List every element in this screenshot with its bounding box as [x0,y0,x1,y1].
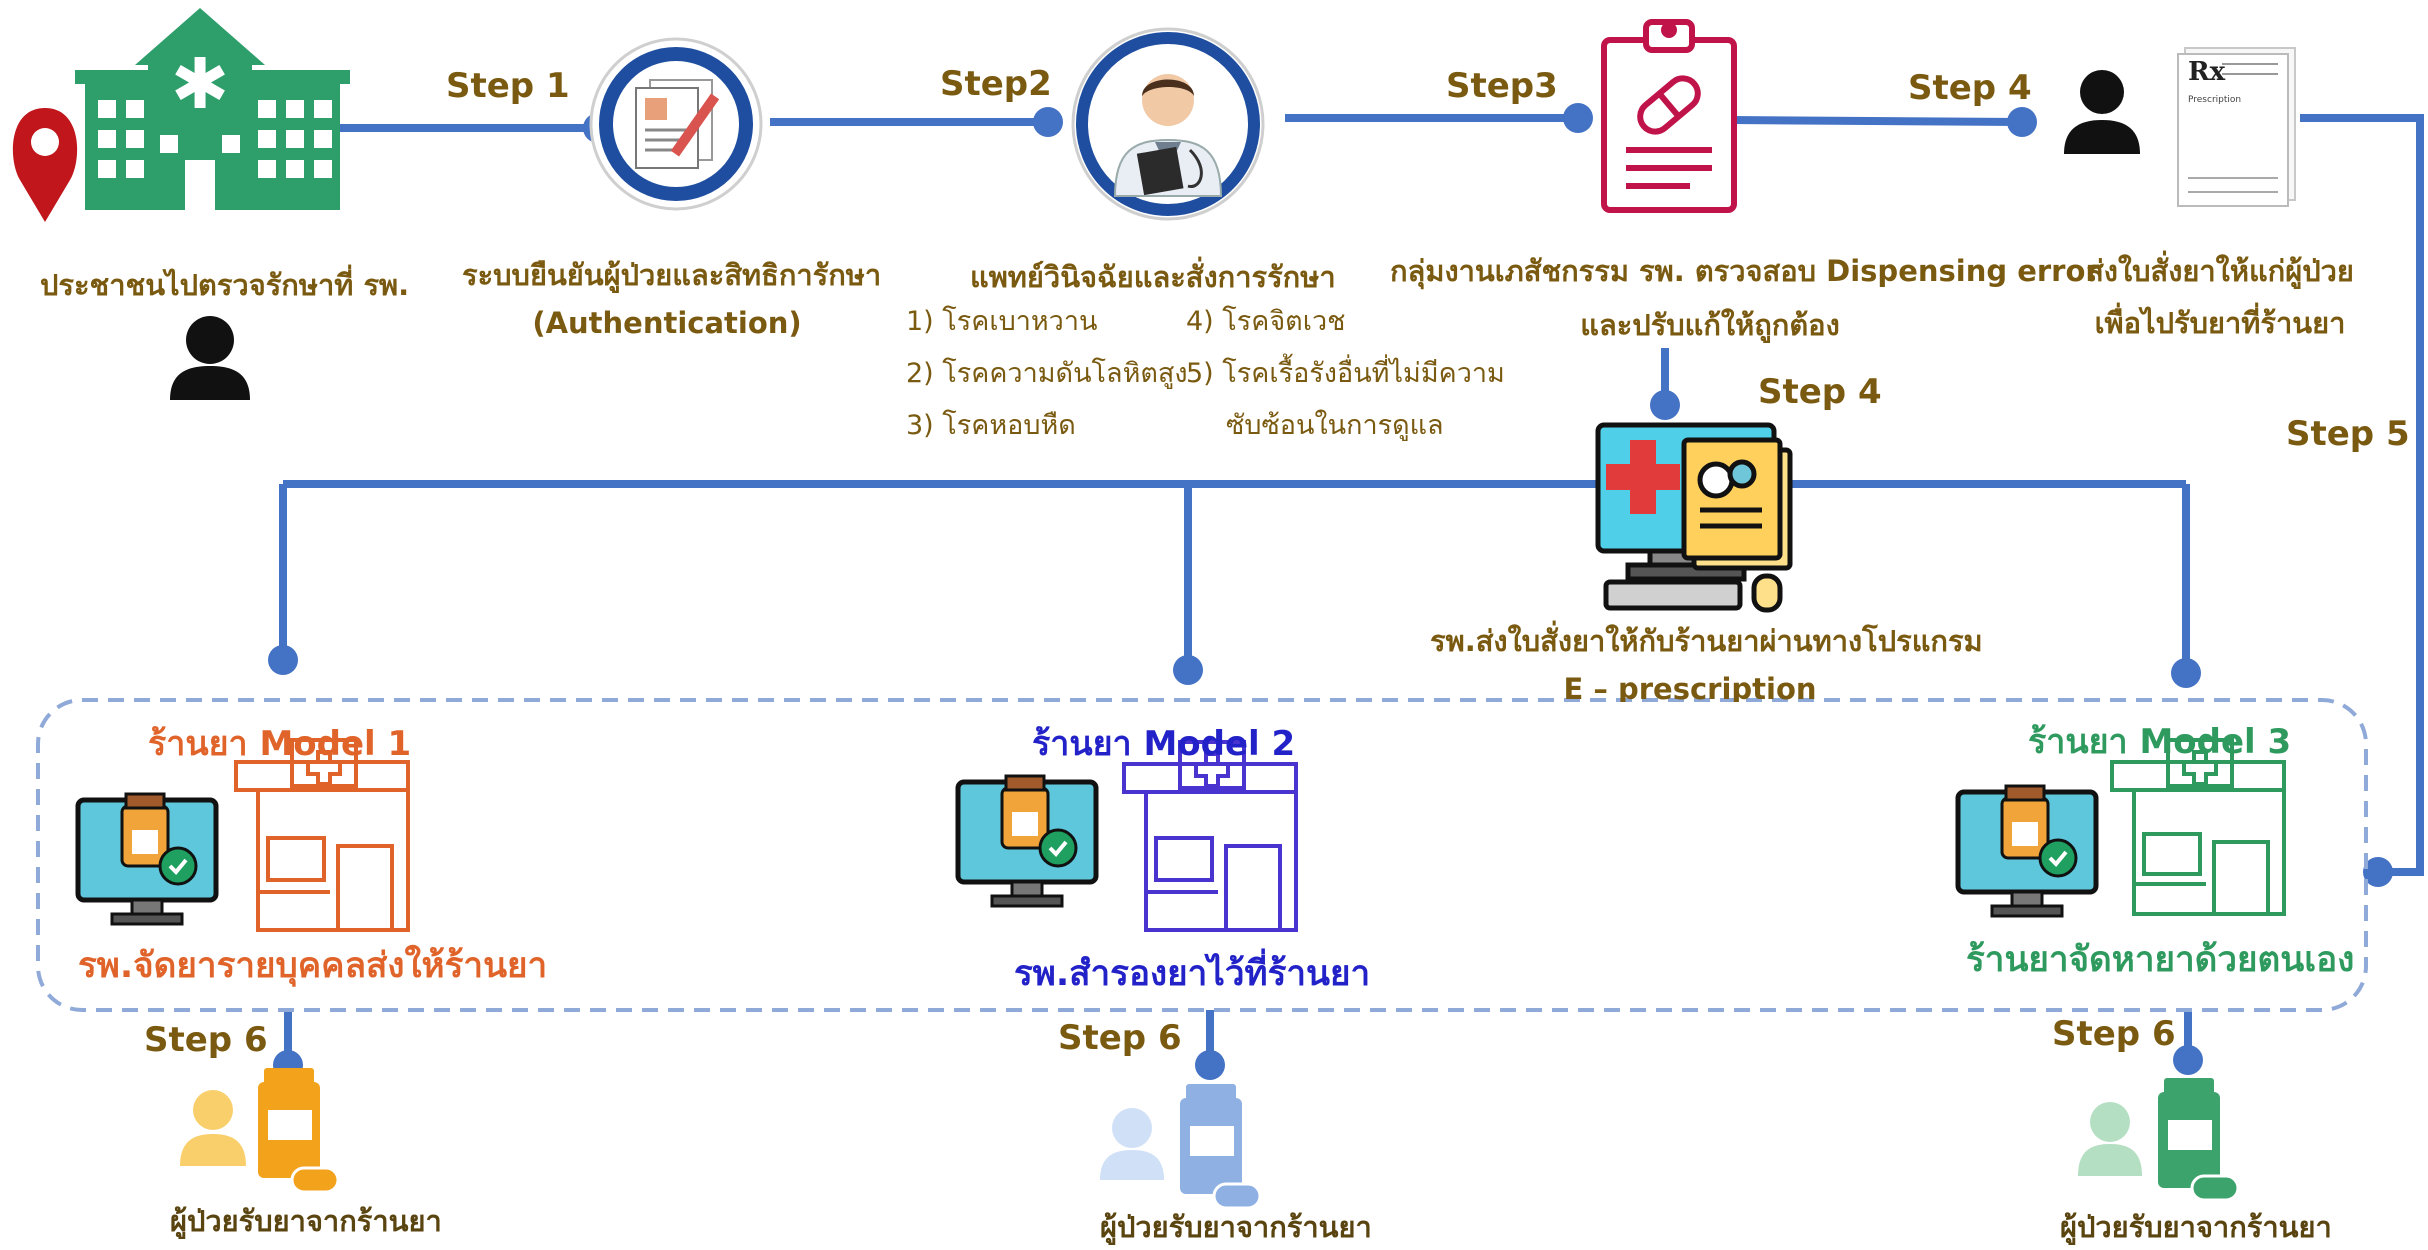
dot-step4 [2007,107,2037,137]
patient-medicine-icon [1100,1084,1262,1210]
dot-step6-mid [1195,1050,1225,1080]
model3-caption: ร้านยาจัดหายาด้วยตนเอง [1966,940,2355,980]
dot-model2 [1173,655,1203,685]
dot-step2 [1033,107,1063,137]
send-caption-line1: ส่งใบสั่งยาให้แก่ผู้ป่วย [2086,254,2354,288]
pharmacy-store-icon [1122,740,1298,932]
online-pharmacy-monitor-icon [75,792,219,926]
step-3-label: Step3 [1446,66,1558,106]
person-icon [170,316,250,400]
model1-caption: รพ.จัดยารายบุคคลส่งให้ร้านยา [78,946,548,986]
prescription-form-label: Prescription [2188,95,2241,105]
dot-model1 [268,645,298,675]
step-5-label: Step 5 [2286,414,2410,454]
computer-medical-icon [1595,422,1793,613]
step-1-label: Step 1 [446,66,570,106]
prescription-form-icon: Rx Prescription [2177,47,2296,207]
eprescription-caption-line1: รพ.ส่งใบสั่งยาให้กับร้านยาผ่านทางโปรแกรม [1430,624,1983,658]
online-pharmacy-monitor-icon [955,774,1099,908]
hospital-icon: ✱ [75,8,350,210]
step-4-mid-label: Step 4 [1758,372,1882,412]
auth-caption-line2: (Authentication) [532,306,802,340]
disease-list-right: 4) โรคจิตเวช 5) โรคเรื้อรังอื่นที่ไม่มีค… [1186,296,1505,452]
person-icon [2064,70,2140,154]
pharmacy-store-icon [2110,738,2286,916]
connector-step5-right [2300,114,2424,876]
dot-step6-right [2173,1045,2203,1075]
online-pharmacy-monitor-icon [1955,784,2099,918]
dot-step3 [1563,103,1593,133]
disease-item: 5) โรคเรื้อรังอื่นที่ไม่มีความ [1186,358,1505,389]
auth-caption-line1: ระบบยืนยันผู้ป่วยและสิทธิการักษา [462,258,882,292]
step-6-left-label: Step 6 [144,1020,268,1060]
dot-step4-mid [1650,390,1680,420]
pharmacy-caption-line2: และปรับแก้ให้ถูกต้อง [1580,308,1840,342]
patient-pickup-caption-mid: ผู้ป่วยรับยาจากร้านยา [1100,1210,1372,1244]
dot-model3 [2171,658,2201,688]
disease-item: 1) โรคเบาหวาน [906,306,1098,337]
disease-item: 3) โรคหอบหืด [906,410,1076,441]
step-2-label: Step2 [940,64,1052,104]
disease-list-left: 1) โรคเบาหวาน 2) โรคความดันโลหิตสูง 3) โ… [906,296,1188,452]
pharmacy-models-box [36,698,2368,1012]
patient-medicine-icon [180,1068,340,1194]
location-pin-icon [12,108,78,222]
send-caption-line2: เพื่อไปรับยาที่ร้านยา [2094,306,2346,340]
step-6-mid-label: Step 6 [1058,1018,1182,1058]
disease-item: 4) โรคจิตเวช [1186,306,1346,337]
step-6-right-label: Step 6 [2052,1014,2176,1054]
model2-caption: รพ.สำรองยาไว้ที่ร้านยา [1014,954,1371,994]
disease-item: 2) โรคความดันโลหิตสูง [906,358,1188,389]
model3-title: ร้านยา Model 3 [2028,722,2292,762]
model1-title: ร้านยา Model 1 [148,724,412,764]
doctor-caption: แพทย์วินิจฉัยและสั่งการรักษา [970,260,1336,294]
rx-label: Rx [2188,57,2226,87]
pharmacy-caption-line1: กลุ่มงานเภสัชกรรม รพ. ตรวจสอบ Dispensing… [1390,254,2100,288]
clipboard-capsule-icon [1601,19,1737,213]
patient-pickup-caption-left: ผู้ป่วยรับยาจากร้านยา [170,1204,442,1238]
dot-step5 [2363,857,2393,887]
svg-text:✱: ✱ [171,43,230,125]
eprescription-caption-line2: E – prescription [1563,672,1817,702]
pharmacy-store-icon [234,738,410,932]
connector-lines [279,114,2424,1065]
connector-pharmacy-patient [1729,116,2021,126]
patient-medicine-icon [2078,1078,2240,1202]
model2-title: ร้านยา Model 2 [1032,724,1296,764]
doctor-icon [1071,27,1265,221]
step-4-label: Step 4 [1908,68,2032,108]
disease-item: ซับซ้อนในการดูแล [1226,410,1444,441]
hospital-caption: ประชาชนไปตรวจรักษาที่ รพ. [40,268,410,302]
authentication-document-icon [589,37,763,211]
patient-pickup-caption-right: ผู้ป่วยรับยาจากร้านยา [2060,1210,2332,1244]
